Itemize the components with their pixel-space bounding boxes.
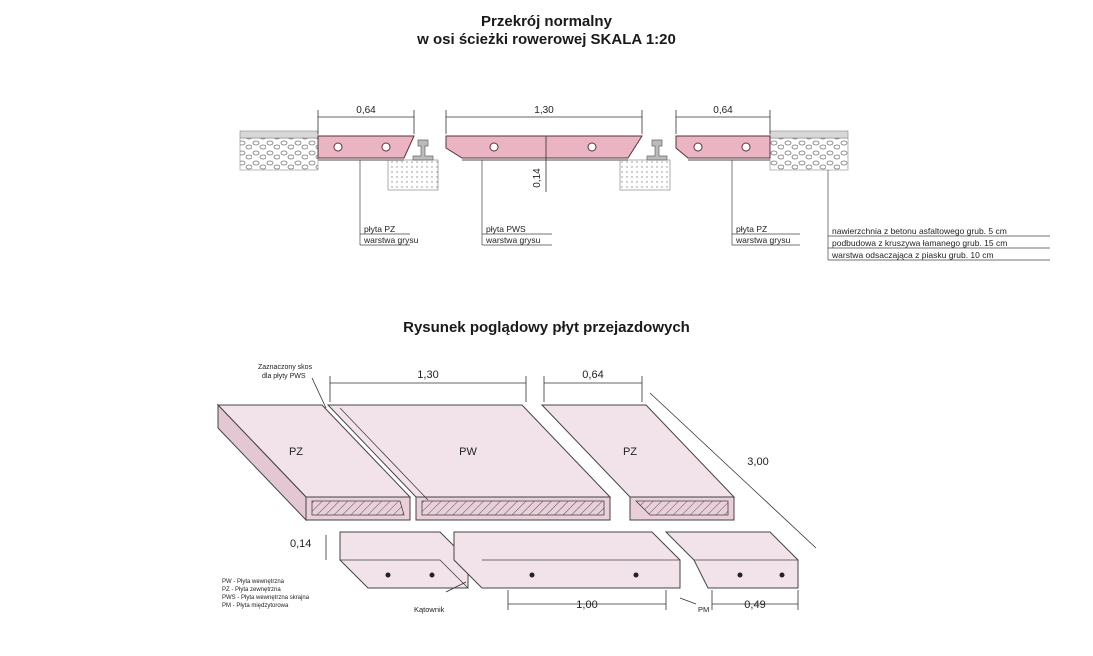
slab-hole [693,142,703,152]
skos-label-line2: dla płyty PWS [262,373,306,380]
rail-right [646,139,668,161]
label-warstwa-right: warstwa grysu [735,235,791,245]
slab-pz-right [675,135,771,159]
label-warstwa-middle: warstwa grysu [485,235,541,245]
perspective-title: Rysunek poglądowy płyt przejazdowych [403,319,690,336]
section-title-line1: Przekrój normalny [481,13,612,30]
label-warstwa-left: warstwa grysu [363,235,419,245]
layer-asphalt: nawierzchnia z betonu asfaltowego grub. … [832,226,1007,236]
label-pw: PW [459,446,477,458]
dim-100: 1,00 [576,599,597,611]
legend-pw: PW - Płyta wewnętrzna [222,579,285,585]
pm-label: PM [698,605,709,614]
katownik-label: Kątownik [414,605,445,614]
slab-hole [333,142,343,152]
slab-hole [489,142,499,152]
gravel-right [769,137,849,171]
slab-hole [587,142,597,152]
sleeper-left [387,159,439,191]
slab-pz-left [317,135,415,159]
label-plyta-pz-left: płyta PZ [364,224,395,234]
dim-height: 0,14 [532,168,543,188]
layer-sand: warstwa odsaczająca z piasku grub. 10 cm [831,250,994,260]
label-plyta-pws: płyta PWS [486,224,526,234]
slab-hole [381,142,391,152]
dim-130: 1,30 [417,369,438,381]
dim-right: 0,64 [713,105,733,116]
asphalt-left [239,130,319,139]
sleeper-right [619,159,671,191]
dim-300: 3,00 [747,456,768,468]
gravel-left [239,137,319,171]
slab-hole [741,142,751,152]
dim-left: 0,64 [356,105,376,116]
rail-left [412,139,434,161]
dim-064: 0,64 [582,369,603,381]
label-plyta-pz-right: płyta PZ [736,224,767,234]
legend-pz: PZ - Płyta zewnętrzna [222,587,281,593]
asphalt-right [769,130,849,139]
section-title-line2: w osi ścieżki rowerowej SKALA 1:20 [417,31,676,48]
legend-pm: PM - Płyta międzytorowa [222,603,289,609]
legend-pws: PWS - Płyta wewnętrzna skrajna [222,595,310,601]
skos-label-line1: Zaznaczony skos [258,364,313,371]
layer-base: podbudowa z kruszywa łamanego grub. 15 c… [832,238,1007,248]
slab-pws [445,135,643,159]
label-pz-left: PZ [289,446,303,458]
dim-049: 0,49 [744,599,765,611]
dim-014: 0,14 [290,538,311,550]
label-pz-right: PZ [623,446,637,458]
dim-middle: 1,30 [534,105,554,116]
perspective-view: 1,30 0,64 3,00 0,14 1,00 0,49 PZ PW PZ Z… [216,364,817,614]
cross-section: 0,64 1,30 0,64 0,14 płyta PZ warstwa gry… [239,105,1050,261]
